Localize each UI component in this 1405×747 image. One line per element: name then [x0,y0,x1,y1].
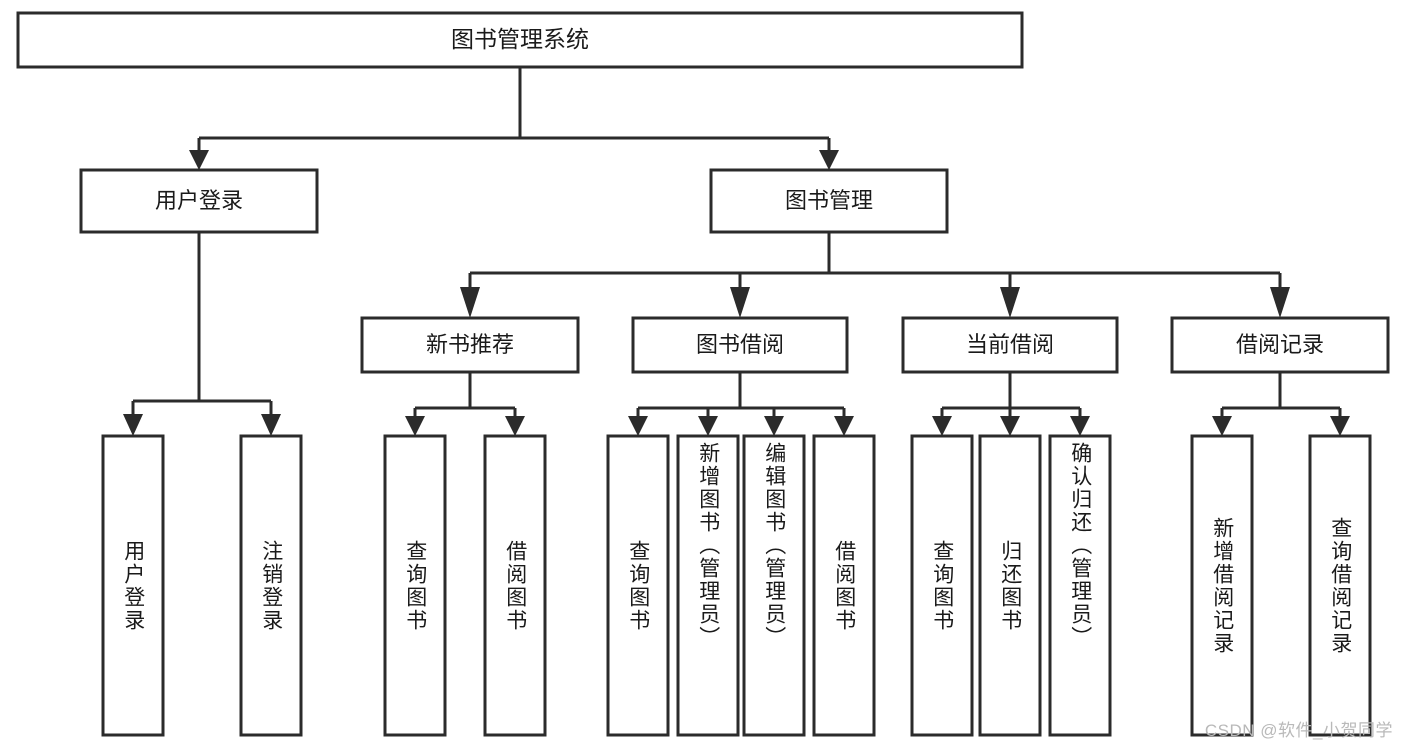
watermark-text: CSDN @软件_小贺同学 [1204,721,1393,740]
arrow-book-manage-to-new-book-rec [460,287,480,318]
node-book-manage[interactable]: 图书管理 [709,168,949,234]
arrow-current-borrow-to-leaf-query-book [932,416,952,436]
book-manage-label: 图书管理 [785,188,873,213]
book-manage-box[interactable] [709,168,949,234]
leaf-borrow-book-b-box[interactable] [812,434,876,737]
user-login-box[interactable] [79,168,319,234]
arrow-root-to-user-login [189,150,209,170]
arrow-user-login-to-leaf-user-login [123,414,143,436]
leaf-edit-book-box[interactable] [742,434,806,737]
edge-current-borrow-to-leaves-bus [940,372,1082,418]
arrow-current-borrow-to-leaf-confirm-return [1070,416,1090,436]
borrow-record-box[interactable] [1170,316,1390,374]
arrow-book-manage-to-current-borrow [1000,287,1020,318]
arrow-root-to-book-manage [819,150,839,170]
leaf-user-login-box[interactable] [101,434,165,737]
leaf-borrow-book-a-box[interactable] [483,434,547,737]
leaf-add-book-box[interactable] [676,434,740,737]
arrow-book-borrow-to-leaf-add-book [698,416,718,436]
leaf-add-record-box[interactable] [1190,434,1254,737]
node-new-book-rec[interactable]: 新书推荐 [360,316,580,374]
root-label: 图书管理系统 [451,26,589,52]
leaf-logout-box[interactable] [239,434,303,737]
leaf-query-book-c-box[interactable] [910,434,974,737]
book-borrow-label: 图书借阅 [696,332,784,357]
new-book-rec-box[interactable] [360,316,580,374]
new-book-rec-label: 新书推荐 [426,332,514,357]
arrow-book-borrow-to-leaf-borrow-book [834,416,854,436]
arrow-book-borrow-to-leaf-query-book [628,416,648,436]
arrow-new-book-rec-to-leaf-query-book [405,416,425,436]
arrow-borrow-record-to-leaf-add-record [1212,416,1232,436]
arrow-user-login-to-leaf-logout [261,414,281,436]
borrow-record-label: 借阅记录 [1236,332,1324,357]
node-borrow-record[interactable]: 借阅记录 [1170,316,1390,374]
node-user-login[interactable]: 用户登录 [79,168,319,234]
user-login-label: 用户登录 [155,188,243,213]
edge-book-borrow-to-leaves-bus [636,372,846,418]
arrow-book-borrow-to-leaf-edit-book [764,416,784,436]
edge-new-book-rec-to-leaves-bus [413,372,517,418]
arrow-book-manage-to-borrow-record [1270,287,1290,318]
leaf-return-book-box[interactable] [978,434,1042,737]
edge-borrow-record-to-leaves-bus [1220,372,1342,418]
current-borrow-label: 当前借阅 [966,332,1054,357]
leaf-box-group [101,434,1372,737]
edge-root-to-level2-bus [197,67,831,152]
leaf-query-book-a-box[interactable] [383,434,447,737]
node-book-borrow[interactable]: 图书借阅 [631,316,849,374]
root-box[interactable] [16,11,1024,69]
node-root[interactable]: 图书管理系统 [16,11,1024,69]
current-borrow-box[interactable] [901,316,1119,374]
arrow-book-manage-to-book-borrow [730,287,750,318]
edge-book-manage-to-level3-bus [468,232,1282,289]
arrow-current-borrow-to-leaf-return-book [1000,416,1020,436]
leaf-query-record-box[interactable] [1308,434,1372,737]
leaf-query-book-b-box[interactable] [606,434,670,737]
arrow-borrow-record-to-leaf-query-record [1330,416,1350,436]
arrow-new-book-rec-to-leaf-borrow-book [505,416,525,436]
book-borrow-box[interactable] [631,316,849,374]
leaf-confirm-return-box[interactable] [1048,434,1112,737]
connector-group [123,67,1350,436]
edge-user-login-to-leaves-bus [131,232,273,416]
node-current-borrow[interactable]: 当前借阅 [901,316,1119,374]
